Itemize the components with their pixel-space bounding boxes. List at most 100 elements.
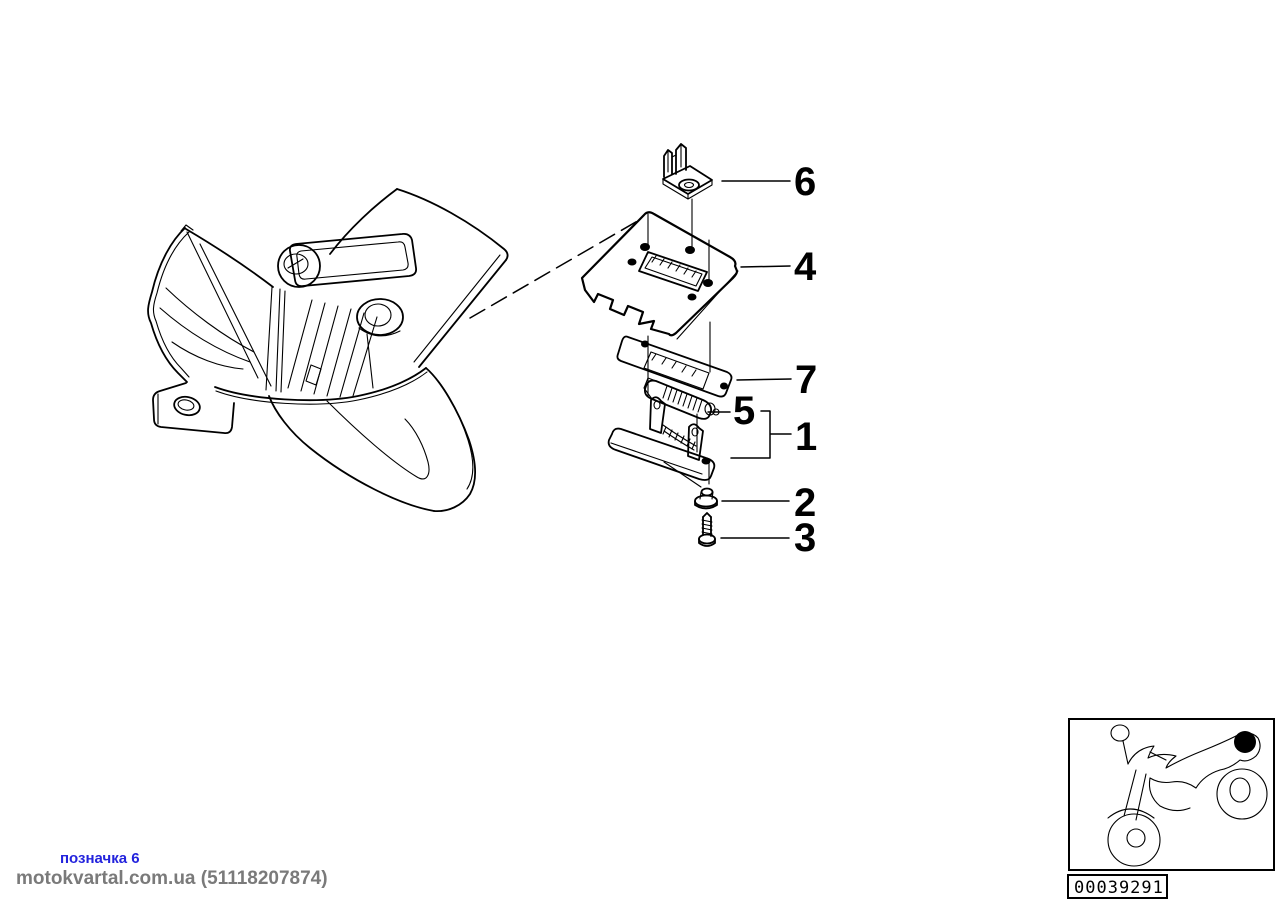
projection-dashed-line (469, 218, 642, 319)
center-column-line (265, 286, 273, 391)
bike-handlebar (1149, 751, 1167, 761)
mirror-stalk (1122, 740, 1129, 765)
clip-grommet (678, 178, 700, 192)
housing-post (649, 396, 666, 434)
nut-dome (700, 487, 714, 497)
front-fender (1107, 808, 1155, 819)
plate-outline (580, 211, 739, 337)
fender-crease-line (186, 231, 259, 379)
fin-bottom-edge (268, 395, 435, 512)
thumbnail-panel: 00039291 (1067, 718, 1275, 899)
plate-rivet-dot (685, 246, 695, 254)
callout-7-label: 7 (795, 358, 817, 402)
part-code-label: 00039291 (1074, 878, 1164, 898)
clip-base-thickness (662, 178, 713, 200)
screw-threads (701, 519, 713, 535)
grommet-2-inner (364, 303, 392, 327)
plate-thickness-line (676, 270, 739, 340)
center-column-line (280, 290, 286, 393)
part-7-gasket (616, 335, 733, 398)
tail-panel-right-edge (418, 259, 507, 368)
fender-top-notch (180, 224, 194, 232)
motorcycle-icon (1107, 724, 1268, 867)
gasket-outline (616, 335, 733, 398)
plate-rivet-dot (640, 243, 650, 251)
fender-left-edge-inner (152, 231, 190, 378)
housing-lens-arc (662, 424, 697, 447)
front-wheel-hub (1126, 828, 1146, 848)
part-code-box (1067, 874, 1168, 899)
callout-labels: 6 4 7 5 1 2 3 (733, 160, 817, 560)
nut-flange-side (694, 500, 718, 510)
grommet-2-outer (356, 298, 404, 336)
grommet-1-inner (283, 253, 309, 275)
housing-base-thickness (610, 442, 703, 475)
clip-grommet-inner (683, 181, 695, 189)
leader-line-7 (736, 378, 792, 381)
fender-frame-outer (288, 232, 418, 288)
rear-wheel-hub (1229, 777, 1251, 803)
louver-slat (352, 316, 378, 397)
callout-4-label: 4 (794, 245, 817, 289)
front-wheel (1107, 813, 1161, 867)
housing-screw-hole (701, 457, 711, 465)
part-2-nut (694, 487, 718, 510)
louver-slat (300, 302, 326, 392)
fender-frame-inner (296, 241, 409, 280)
housing-post-hole (691, 427, 699, 437)
fin-right-edge-inner (429, 371, 474, 490)
thumbnail-box (1068, 718, 1275, 871)
grommet-2-collar (358, 327, 401, 337)
callout-5-label: 5 (733, 389, 755, 433)
fin-inner-crease (326, 400, 430, 480)
tail-panel-top-edge (396, 188, 509, 261)
rear-fender-drawing (147, 188, 509, 512)
gasket-slot-hatch (651, 353, 697, 377)
plate-rivet-dot (703, 279, 713, 287)
bike-tail (1219, 732, 1261, 771)
part-4-mounting-plate (580, 211, 739, 340)
bike-belly (1148, 777, 1191, 812)
gasket-slot-outer (643, 351, 710, 390)
fender-top-edge (185, 228, 274, 288)
callout-6-label: 6 (794, 160, 816, 204)
gasket-dot (720, 382, 728, 390)
housing-base (607, 427, 716, 481)
fender-tab (152, 382, 235, 435)
part-5-bulb (643, 377, 720, 420)
fender-face-curve (171, 341, 244, 370)
plate-slot-outer (638, 251, 708, 292)
fender-rim-wave-inner (215, 371, 428, 405)
plate-slot-hatch (651, 255, 697, 278)
louver-slat (326, 308, 352, 397)
louver-highlight (305, 364, 322, 386)
bracket-line-5-1 (730, 410, 792, 459)
center-column-line (275, 288, 281, 392)
housing-post (687, 423, 704, 461)
bike-underside (1149, 769, 1221, 789)
part-1-lamp-housing (607, 396, 716, 481)
bulb-filament-hatch (662, 385, 703, 413)
fender-left-edge-outer (147, 227, 188, 383)
leader-lines (707, 180, 792, 539)
connector-line (663, 461, 702, 488)
screw-head (698, 533, 716, 545)
grommet-1-outer (277, 244, 321, 288)
housing-post-hole (653, 400, 661, 410)
fender-tab-hole-inner (177, 399, 195, 411)
part-3-screw (698, 512, 716, 547)
plate-rivet-dot (627, 258, 637, 266)
nut-flange (694, 494, 718, 508)
bulb-body (643, 379, 712, 420)
callout-2-label: 2 (794, 481, 816, 525)
fender-face-curve (159, 307, 251, 363)
louver-slat (287, 299, 313, 389)
plate-slot-inner (644, 256, 703, 287)
bulb-left-cap (643, 377, 657, 400)
bike-upper-body (1127, 735, 1237, 769)
grommet-2-drop-line (366, 333, 374, 389)
housing-lens-hatch (662, 426, 696, 450)
watermark-line1: позначка 6 (60, 850, 140, 867)
mirror (1110, 724, 1130, 742)
